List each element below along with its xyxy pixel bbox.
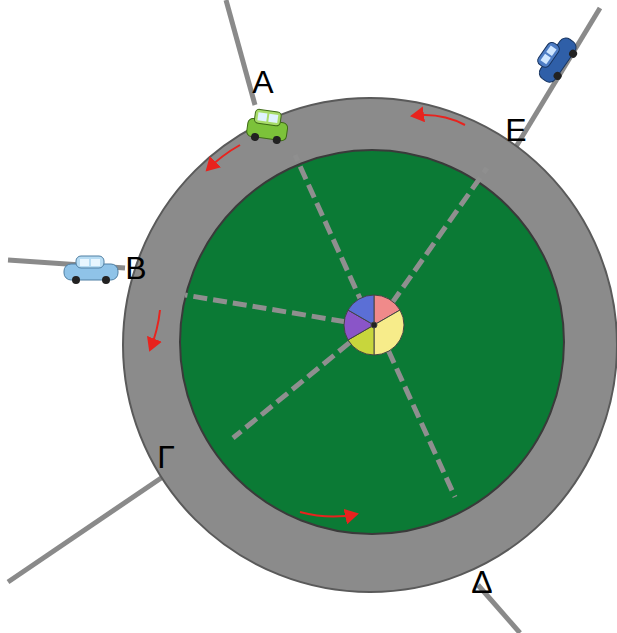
exit-letter: Β [125, 252, 146, 284]
direction-arrows [150, 115, 465, 517]
exit-letter: Ε [505, 114, 526, 146]
exit-letter: Α [252, 66, 273, 98]
centre-pie [344, 295, 404, 355]
ring-road [123, 98, 617, 592]
central-island [180, 150, 564, 534]
blue-car [530, 31, 582, 88]
exit-letter: Δ [471, 566, 492, 598]
exit-letter: Γ [157, 441, 175, 473]
green-car [246, 108, 290, 145]
dashed-spokes [185, 155, 487, 497]
light-blue-car [64, 256, 118, 284]
